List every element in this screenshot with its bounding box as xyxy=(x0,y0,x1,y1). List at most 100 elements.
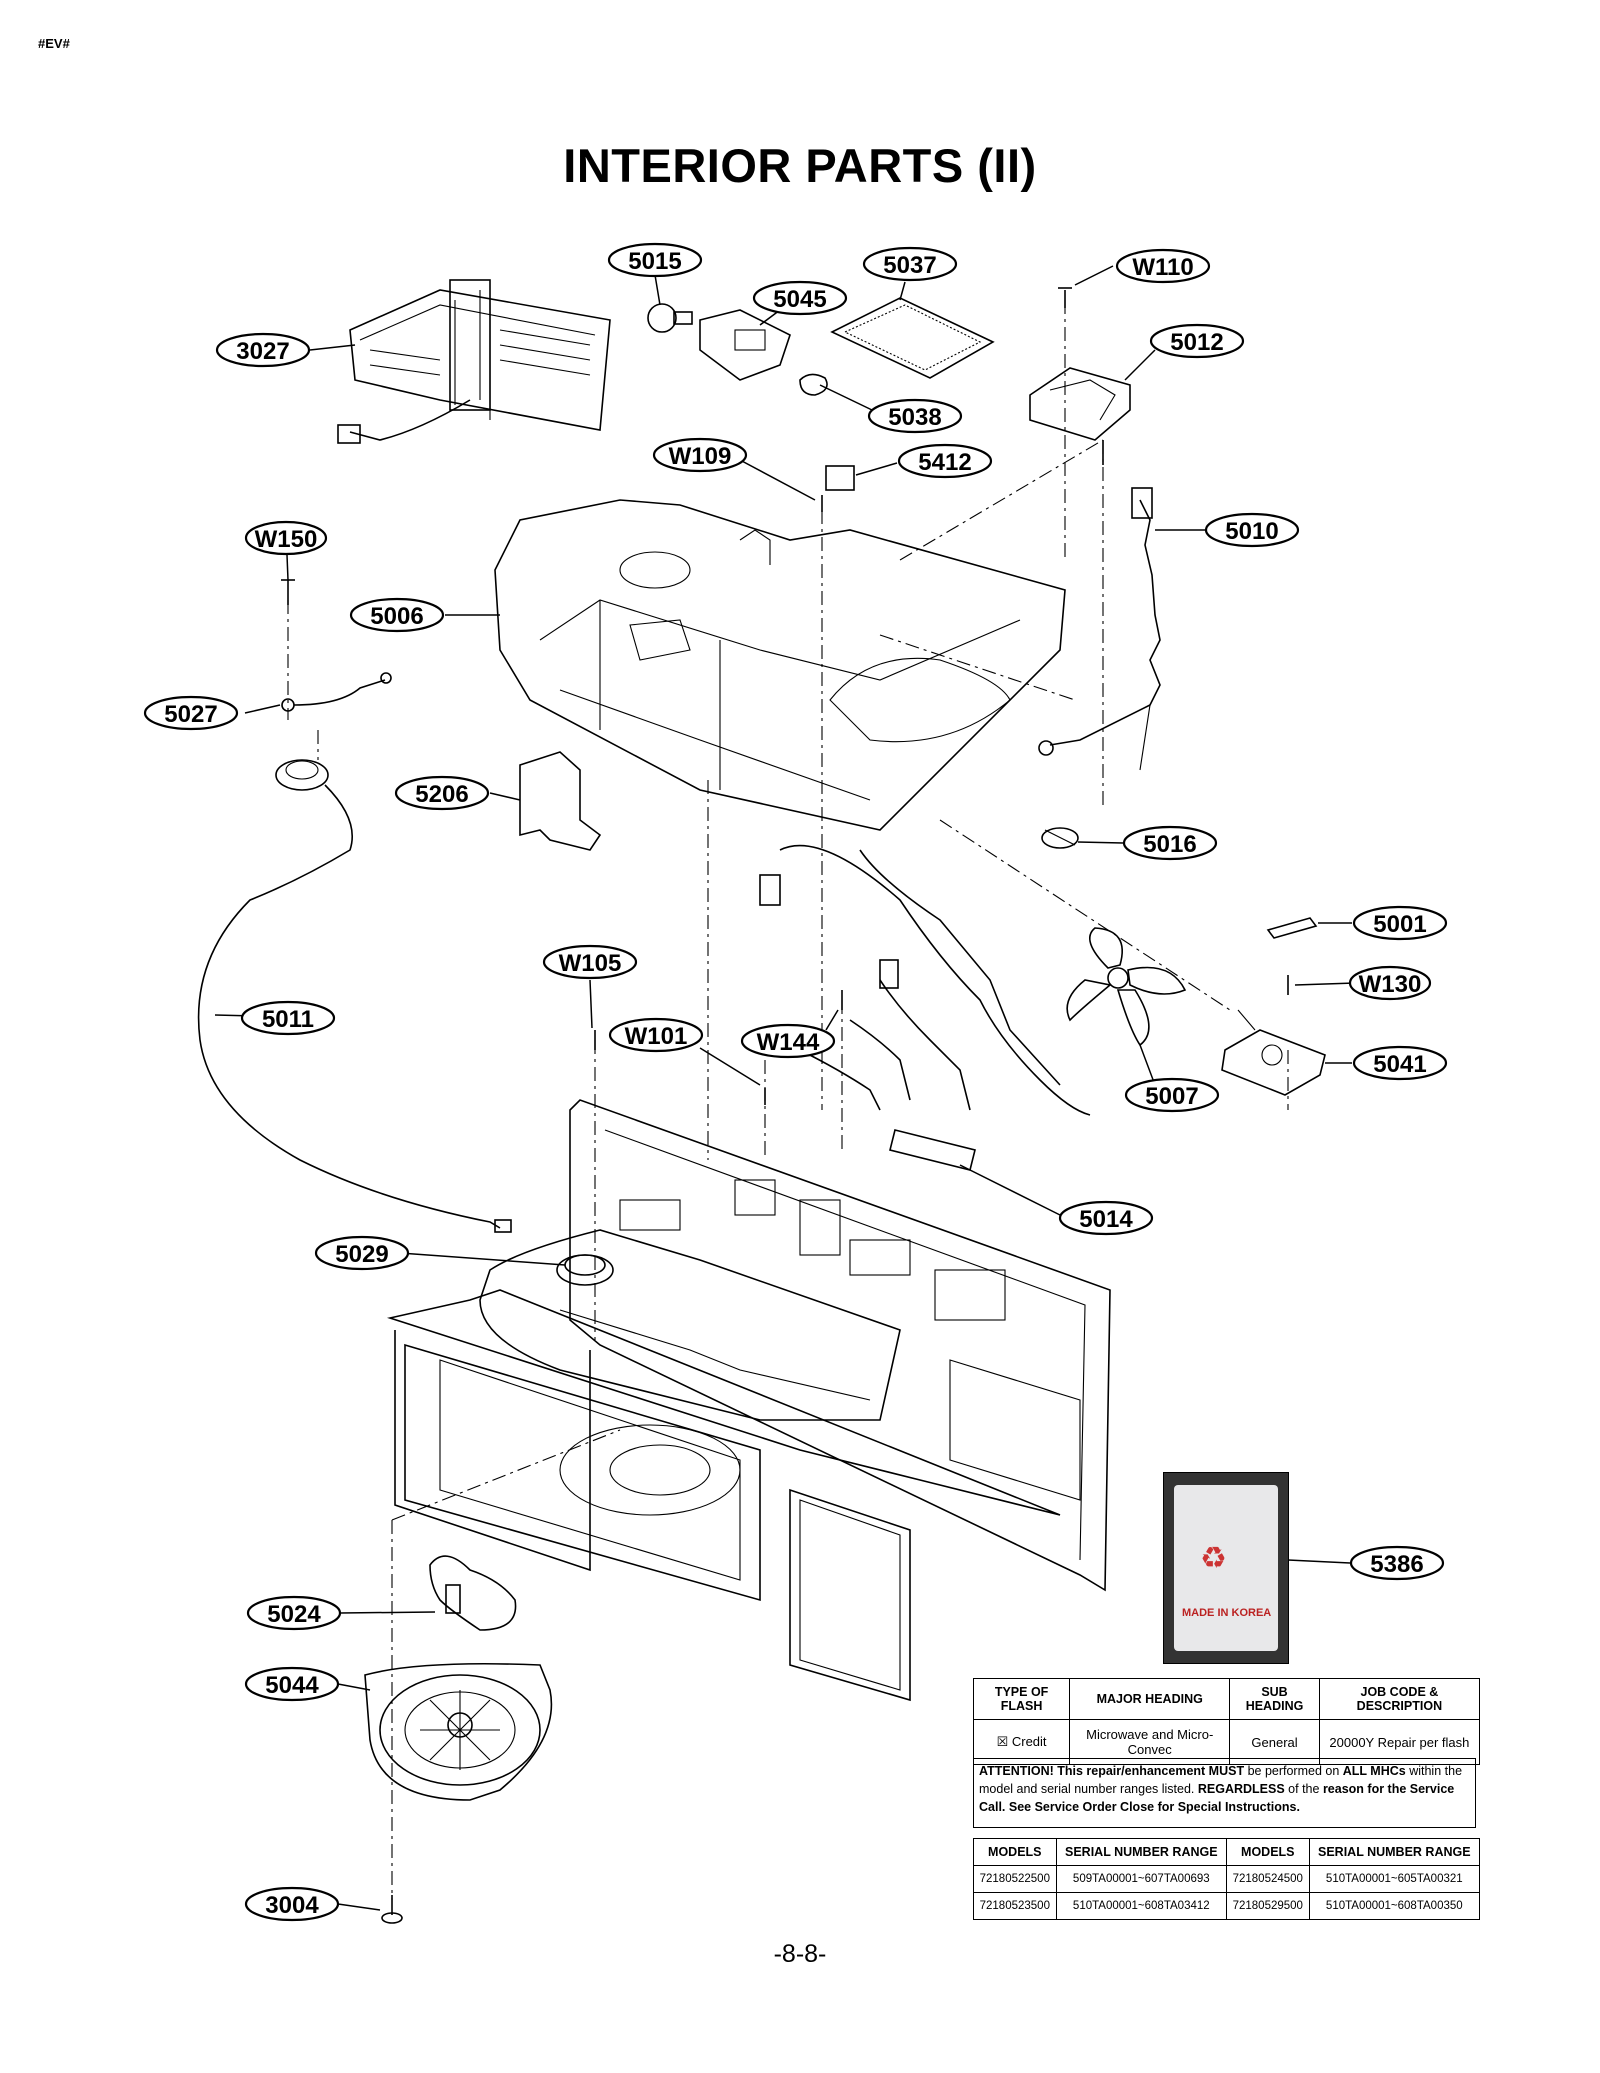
air-guide-assembly xyxy=(494,499,1066,831)
callout-5011: 5011 xyxy=(240,1000,336,1036)
attention-text: within the model and serial number range… xyxy=(979,1764,1463,1796)
callout-5015: 5015 xyxy=(607,242,703,278)
callout-5037: 5037 xyxy=(862,246,958,282)
power-cord xyxy=(1038,487,1161,771)
callout-5014: 5014 xyxy=(1058,1200,1154,1236)
noise-filter-board xyxy=(1221,1009,1326,1096)
callout-W101: W101 xyxy=(608,1017,704,1053)
callout-5412: 5412 xyxy=(897,443,993,479)
callout-3027: 3027 xyxy=(215,332,311,368)
callout-label: W130 xyxy=(1359,971,1422,998)
attention-lead: ATTENTION! xyxy=(979,1764,1054,1778)
callout-label: 5012 xyxy=(1170,329,1223,356)
flash-sub-heading: General xyxy=(1229,1719,1320,1765)
table-row: 72180523500 510TA00001~608TA03412 721805… xyxy=(973,1892,1481,1920)
roller-coupler xyxy=(429,1555,517,1631)
callout-5041: 5041 xyxy=(1352,1045,1448,1081)
motor-cover xyxy=(364,1662,553,1801)
callout-5206: 5206 xyxy=(394,775,490,811)
callout-5027: 5027 xyxy=(143,695,239,731)
lamp-socket xyxy=(699,309,791,381)
model-cell: 72180522500 xyxy=(973,1865,1057,1893)
serial-cell: 509TA00001~607TA00693 xyxy=(1055,1865,1227,1893)
callout-label: 5037 xyxy=(883,252,936,279)
serial-header: SERIAL NUMBER RANGE xyxy=(1055,1838,1227,1866)
flash-type: ☒ Credit xyxy=(972,1719,1071,1765)
flash-header: JOB CODE & DESCRIPTION xyxy=(1318,1678,1481,1720)
callout-5045: 5045 xyxy=(752,280,848,316)
screw-w110 xyxy=(1058,287,1072,308)
attention-text: This repair/enhancement MUST xyxy=(1053,1764,1245,1778)
oven-cavity-frame xyxy=(386,1099,1111,1702)
leader-lines xyxy=(214,265,1356,1911)
sensor-wire xyxy=(197,784,501,1229)
callout-label: 5001 xyxy=(1373,911,1426,938)
callout-label: W150 xyxy=(255,526,318,553)
model-cell: 72180524500 xyxy=(1225,1865,1310,1893)
callout-label: W101 xyxy=(625,1023,688,1050)
photo-label: MADE IN KOREA xyxy=(1182,1607,1272,1619)
callout-5024: 5024 xyxy=(246,1595,342,1631)
serial-cell: 510TA00001~605TA00321 xyxy=(1308,1865,1481,1893)
charcoal-filter xyxy=(830,297,995,379)
callout-5038: 5038 xyxy=(867,398,963,434)
flash-header: SUB HEADING xyxy=(1229,1678,1320,1720)
callout-W144: W144 xyxy=(740,1023,836,1059)
assembly-guide-lines xyxy=(287,300,1289,1900)
wire-harness xyxy=(759,844,1091,1171)
page-title: INTERIOR PARTS (II) xyxy=(563,139,1037,192)
shield-cover xyxy=(519,751,602,851)
callout-5044: 5044 xyxy=(244,1666,340,1702)
wire-connector xyxy=(494,1219,512,1233)
thermistor-sensor xyxy=(275,672,392,791)
callout-label: 5007 xyxy=(1145,1083,1198,1110)
callout-5006: 5006 xyxy=(349,597,445,633)
table-row: 72180522500 509TA00001~607TA00693 721805… xyxy=(973,1865,1481,1893)
lamp-bulb xyxy=(647,303,693,333)
flash-info-table: TYPE OF FLASH MAJOR HEADING SUB HEADING … xyxy=(972,1678,1481,1765)
callout-W110: W110 xyxy=(1115,248,1211,284)
flash-header: MAJOR HEADING xyxy=(1069,1678,1231,1720)
serial-cell: 510TA00001~608TA00350 xyxy=(1308,1892,1481,1920)
attention-notice: ATTENTION! This repair/enhancement MUST … xyxy=(973,1758,1476,1828)
attention-text: ALL MHCs xyxy=(1342,1764,1406,1778)
callout-label: 5015 xyxy=(628,248,681,275)
callout-label: 5412 xyxy=(918,449,971,476)
serial-range-table: MODELS SERIAL NUMBER RANGE MODELS SERIAL… xyxy=(973,1838,1481,1920)
callout-label: 3004 xyxy=(265,1892,319,1919)
callout-label: 5024 xyxy=(267,1601,321,1628)
callout-label: 5038 xyxy=(888,404,941,431)
callout-5016: 5016 xyxy=(1122,825,1218,861)
screw-w150 xyxy=(281,579,295,605)
callout-label: W109 xyxy=(669,443,732,470)
callout-label: 5044 xyxy=(265,1672,319,1699)
damper-motor xyxy=(1029,367,1131,465)
callout-label: W144 xyxy=(757,1029,820,1056)
callout-label: 5386 xyxy=(1370,1551,1423,1578)
callout-label: 5027 xyxy=(164,701,217,728)
micro-switch xyxy=(825,465,855,491)
flash-job-code: 20000Y Repair per flash xyxy=(1318,1719,1481,1765)
document-tag: #EV# xyxy=(38,36,70,51)
callout-5029: 5029 xyxy=(314,1235,410,1271)
lamp-clip xyxy=(799,373,828,396)
callout-label: 5010 xyxy=(1225,518,1278,545)
flash-major-heading: Microwave and Micro-Convec xyxy=(1069,1719,1231,1765)
callout-label: 5016 xyxy=(1143,831,1196,858)
callout-5010: 5010 xyxy=(1204,512,1300,548)
flash-header: TYPE OF FLASH xyxy=(972,1678,1071,1720)
callout-label: 5006 xyxy=(370,603,423,630)
callout-W109: W109 xyxy=(652,437,748,473)
callout-label: W110 xyxy=(1132,254,1193,281)
callout-5001: 5001 xyxy=(1352,905,1448,941)
model-cell: 72180529500 xyxy=(1225,1892,1310,1920)
attention-text: be performed on xyxy=(1244,1764,1343,1778)
serial-header: MODELS xyxy=(1225,1838,1310,1866)
cooling-fan-blade xyxy=(1066,927,1187,1047)
serial-header: MODELS xyxy=(973,1838,1057,1866)
callout-W150: W150 xyxy=(244,520,328,556)
callout-3004: 3004 xyxy=(244,1886,340,1922)
callout-5007: 5007 xyxy=(1124,1077,1220,1113)
callout-5012: 5012 xyxy=(1149,323,1245,359)
